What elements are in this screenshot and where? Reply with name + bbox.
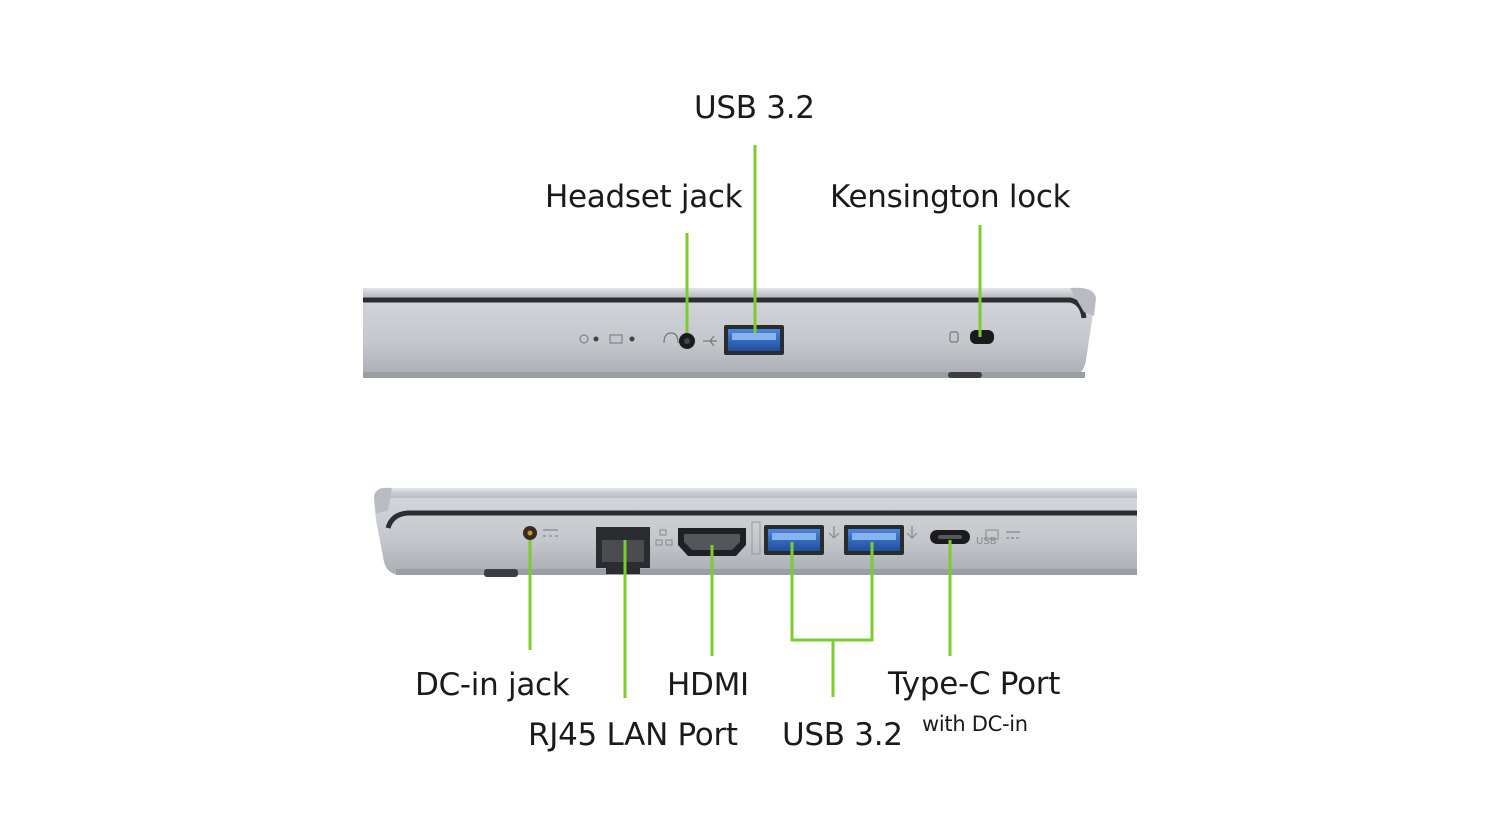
label-kensington-lock: Kensington lock bbox=[830, 179, 1071, 215]
hdmi-port bbox=[678, 528, 746, 556]
laptop-left-side: USB bbox=[374, 487, 1137, 577]
label-usb-bottom: USB 3.2 bbox=[782, 717, 903, 753]
battery-led-icon bbox=[609, 334, 635, 344]
label-usb-top: USB 3.2 bbox=[694, 90, 815, 126]
usb-symbol-icon bbox=[906, 526, 918, 539]
usb-a-port-top bbox=[724, 325, 784, 355]
usb-symbol-icon bbox=[828, 526, 840, 539]
hdmi-icon bbox=[751, 521, 761, 555]
usb-c-port bbox=[930, 530, 970, 544]
usb-symbol-icon bbox=[703, 335, 717, 347]
usb-c-icon: USB bbox=[976, 529, 1020, 547]
label-rj45-lan-port: RJ45 LAN Port bbox=[528, 717, 738, 753]
headset-icon bbox=[663, 332, 679, 344]
laptop-right-side bbox=[363, 287, 1096, 378]
label-headset-jack: Headset jack bbox=[545, 179, 743, 215]
kensington-lock-icon bbox=[949, 331, 959, 343]
callout-lines-bottom bbox=[528, 540, 952, 698]
usb-a-port-1 bbox=[764, 525, 824, 555]
dc-in-port bbox=[523, 526, 537, 540]
headset-jack bbox=[679, 333, 695, 349]
label-type-c-subtitle: with DC-in bbox=[922, 712, 1028, 736]
label-hdmi: HDMI bbox=[667, 667, 749, 703]
usb-a-port-2 bbox=[844, 525, 904, 555]
network-icon bbox=[655, 529, 673, 546]
rj45-port bbox=[596, 527, 650, 574]
kensington-slot bbox=[970, 330, 994, 344]
svg-text:USB: USB bbox=[976, 536, 997, 547]
label-dc-in-jack: DC-in jack bbox=[415, 667, 570, 703]
dc-in-icon bbox=[543, 529, 558, 537]
label-type-c-port: Type-C Port bbox=[888, 666, 1061, 702]
callout-lines-top bbox=[685, 145, 982, 337]
power-led-icon bbox=[579, 334, 599, 344]
